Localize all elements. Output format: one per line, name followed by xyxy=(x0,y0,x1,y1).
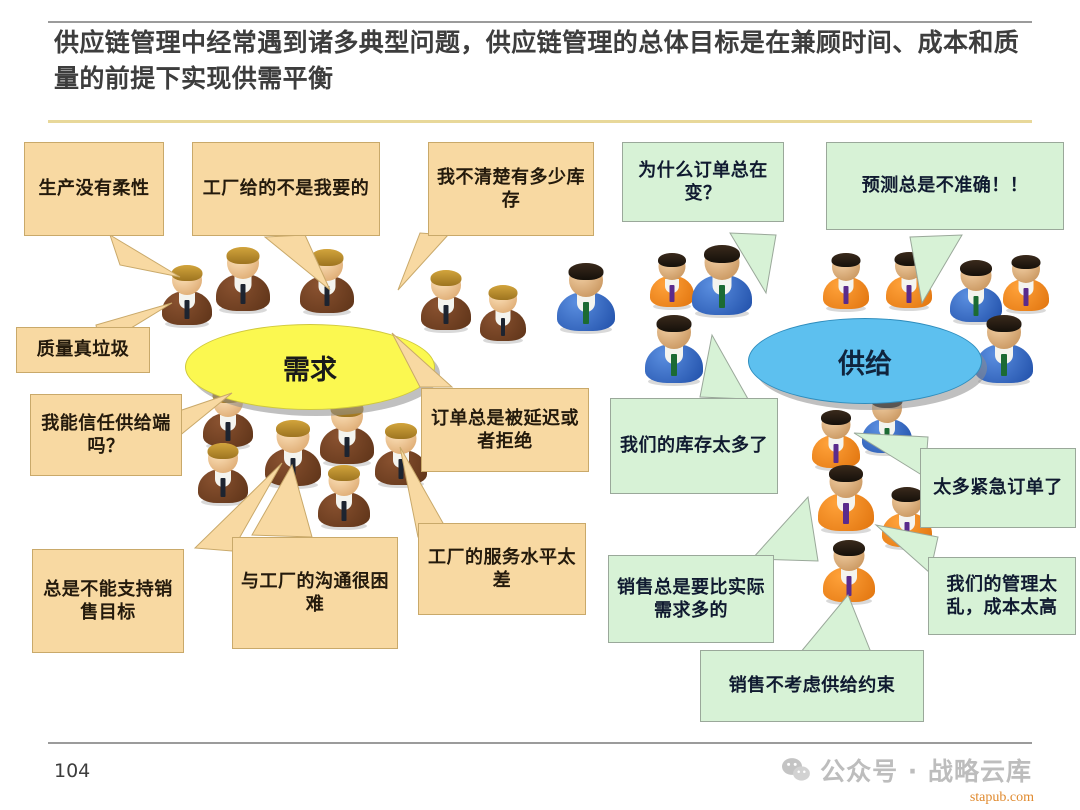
person-icon xyxy=(823,253,869,312)
person-icon xyxy=(318,465,370,530)
watermark: 公众号 · 战略云库 xyxy=(781,752,1032,788)
person-icon xyxy=(421,270,471,333)
callout-forecast-never-accurate[interactable]: 预测总是不准确！！ xyxy=(826,142,1064,230)
person-icon xyxy=(480,285,526,344)
person-icon xyxy=(162,265,212,328)
callout-text: 我不清楚有多少库存 xyxy=(437,166,585,211)
callout-quality-is-garbage[interactable]: 质量真垃圾 xyxy=(16,327,150,373)
callout-can-i-trust-supply[interactable]: 我能信任供给端吗？ xyxy=(30,394,182,476)
callout-factory-communication-hard[interactable]: 与工厂的沟通很困难 xyxy=(232,537,398,649)
diagram-canvas: 需求 供给 xyxy=(0,125,1080,735)
page-title: 供应链管理中经常遇到诸多典型问题，供应链管理的总体目标是在兼顾时间、成本和质量的… xyxy=(54,28,1020,93)
header-top-rule xyxy=(48,21,1032,23)
person-icon xyxy=(320,400,374,467)
supply-hub[interactable]: 供给 xyxy=(748,318,982,404)
callout-text: 与工厂的沟通很困难 xyxy=(241,570,389,615)
callout-no-production-flexibility[interactable]: 生产没有柔性 xyxy=(24,142,164,236)
person-icon xyxy=(198,443,248,506)
callout-factory-service-level-poor[interactable]: 工厂的服务水平太差 xyxy=(418,523,586,615)
person-icon xyxy=(216,247,270,314)
callout-orders-delayed-rejected[interactable]: 订单总是被延迟或者拒绝 xyxy=(421,388,589,472)
person-icon xyxy=(650,253,694,310)
page-number: 104 xyxy=(54,760,91,782)
supply-hub-label: 供给 xyxy=(838,348,892,380)
callout-text: 生产没有柔性 xyxy=(38,178,150,200)
callout-management-chaotic-costly[interactable]: 我们的管理太乱，成本太高 xyxy=(928,557,1076,635)
header-accent-rule xyxy=(48,120,1032,123)
person-icon xyxy=(950,260,1002,325)
footer-rule xyxy=(48,742,1032,744)
callout-too-much-inventory[interactable]: 我们的库存太多了 xyxy=(610,398,778,494)
callout-text: 我能信任供给端吗？ xyxy=(41,412,171,457)
callout-sales-ignores-constraints[interactable]: 销售不考虑供给约束 xyxy=(700,650,924,722)
callout-text: 我们的库存太多了 xyxy=(620,435,768,457)
callout-text: 销售不考虑供给约束 xyxy=(728,675,896,697)
person-icon xyxy=(1003,255,1049,314)
callout-text: 我们的管理太乱，成本太高 xyxy=(946,573,1058,618)
callout-text: 总是不能支持销售目标 xyxy=(43,578,173,623)
demand-hub-label: 需求 xyxy=(283,354,337,386)
site-url: stapub.com xyxy=(969,790,1034,805)
callout-why-orders-keep-changing[interactable]: 为什么订单总在变？ xyxy=(622,142,784,222)
callout-too-many-rush-orders[interactable]: 太多紧急订单了 xyxy=(920,448,1076,528)
wechat-icon xyxy=(782,758,810,781)
callout-sales-overstates-demand[interactable]: 销售总是要比实际需求多的 xyxy=(608,555,774,643)
watermark-text: 公众号 · 战略云库 xyxy=(820,757,1032,786)
person-icon xyxy=(645,315,703,386)
callout-factory-gives-wrong-goods[interactable]: 工厂给的不是我要的 xyxy=(192,142,380,236)
callout-text: 为什么订单总在变？ xyxy=(638,159,768,204)
person-icon xyxy=(557,263,615,334)
person-icon xyxy=(692,245,752,318)
callout-text: 订单总是被延迟或者拒绝 xyxy=(431,407,579,452)
callout-text: 销售总是要比实际需求多的 xyxy=(617,576,765,621)
callout-text: 预测总是不准确！！ xyxy=(861,175,1029,197)
callout-text: 工厂的服务水平太差 xyxy=(428,546,576,591)
person-icon xyxy=(818,465,874,534)
callout-text: 工厂给的不是我要的 xyxy=(202,178,370,200)
person-icon xyxy=(975,315,1033,386)
callout-unclear-inventory[interactable]: 我不清楚有多少库存 xyxy=(428,142,594,236)
callout-cannot-support-sales-target[interactable]: 总是不能支持销售目标 xyxy=(32,549,184,653)
callout-text: 质量真垃圾 xyxy=(36,339,130,361)
callout-text: 太多紧急订单了 xyxy=(933,477,1063,499)
